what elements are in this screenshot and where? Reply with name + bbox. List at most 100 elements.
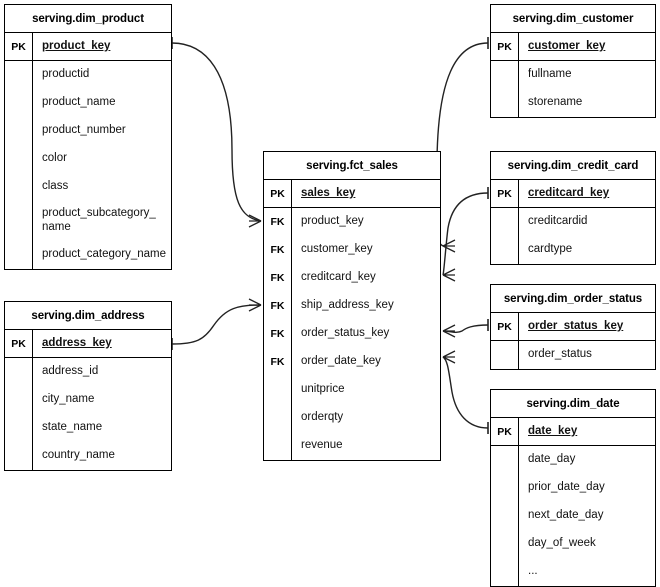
table-row[interactable]: revenue bbox=[264, 432, 440, 460]
column-name: country_name bbox=[42, 449, 115, 462]
table-row[interactable]: country_name bbox=[5, 442, 171, 470]
table-row[interactable]: color bbox=[5, 145, 171, 173]
key-cell-empty bbox=[491, 341, 519, 369]
table-row[interactable]: order_status bbox=[491, 341, 655, 369]
table-row[interactable]: city_name bbox=[5, 386, 171, 414]
column-name: product_key bbox=[301, 215, 364, 228]
column-name: state_name bbox=[42, 421, 103, 434]
table-row[interactable]: date_day bbox=[491, 446, 655, 474]
table-row[interactable]: state_name bbox=[5, 414, 171, 442]
table-row[interactable]: productid bbox=[5, 61, 171, 89]
relationship-rel-product bbox=[171, 37, 262, 228]
column-name: order_status_key bbox=[528, 319, 624, 332]
table-row[interactable]: fullname bbox=[491, 61, 655, 89]
column-name: product_number bbox=[42, 124, 126, 137]
table-row[interactable]: address_id bbox=[5, 358, 171, 386]
column-name: address_id bbox=[42, 365, 99, 378]
table-row[interactable]: unitprice bbox=[264, 376, 440, 404]
key-cell-empty bbox=[491, 446, 519, 474]
table-row[interactable]: next_date_day bbox=[491, 502, 655, 530]
key-cell-empty bbox=[5, 201, 33, 241]
column-name: sales_key bbox=[301, 186, 356, 199]
key-cell-empty bbox=[5, 414, 33, 442]
table-row[interactable]: orderqty bbox=[264, 404, 440, 432]
column-name: productid bbox=[42, 68, 90, 81]
key-cell-empty bbox=[491, 502, 519, 530]
table-row[interactable]: product_subcategory_ name bbox=[5, 201, 171, 241]
column-name: unitprice bbox=[301, 383, 345, 396]
column-name: order_status bbox=[528, 348, 592, 361]
entity-columns-dim_address: PK address_key address_id city_name state_na… bbox=[5, 330, 171, 470]
table-row[interactable]: cardtype bbox=[491, 236, 655, 264]
column-name: color bbox=[42, 152, 67, 165]
column-name: product_name bbox=[42, 96, 116, 109]
table-row[interactable]: ... bbox=[491, 558, 655, 586]
key-cell-empty bbox=[264, 432, 292, 460]
column-name: storename bbox=[528, 96, 583, 109]
relationship-rel-address bbox=[171, 298, 262, 350]
column-name: date_day bbox=[528, 453, 576, 466]
key-cell-empty bbox=[491, 89, 519, 117]
column-name: ship_address_key bbox=[301, 299, 394, 312]
relationship-rel-order-status bbox=[442, 319, 489, 338]
table-row[interactable]: day_of_week bbox=[491, 530, 655, 558]
entity-title-dim_address: serving.dim_address bbox=[5, 302, 171, 330]
table-row[interactable]: FK order_date_key bbox=[264, 348, 440, 376]
fk-badge: FK bbox=[264, 348, 292, 376]
table-row[interactable]: product_number bbox=[5, 117, 171, 145]
table-row[interactable]: product_category_name bbox=[5, 241, 171, 269]
pk-badge: PK bbox=[5, 330, 33, 357]
pk-badge: PK bbox=[491, 33, 519, 60]
column-name: orderqty bbox=[301, 411, 344, 424]
entity-title-dim_date: serving.dim_date bbox=[491, 390, 655, 418]
key-cell-empty bbox=[5, 358, 33, 386]
table-row[interactable]: storename bbox=[491, 89, 655, 117]
key-cell-empty bbox=[491, 474, 519, 502]
entity-title-fct_sales: serving.fct_sales bbox=[264, 152, 440, 180]
table-row[interactable]: prior_date_day bbox=[491, 474, 655, 502]
column-name: day_of_week bbox=[528, 537, 596, 550]
key-cell-empty bbox=[491, 61, 519, 89]
column-name: city_name bbox=[42, 393, 95, 406]
table-row[interactable]: PK address_key bbox=[5, 330, 171, 358]
column-name: ... bbox=[528, 565, 538, 578]
table-row[interactable]: class bbox=[5, 173, 171, 201]
table-row[interactable]: product_name bbox=[5, 89, 171, 117]
relationship-rel-order-date bbox=[442, 350, 489, 434]
column-name: creditcard_key bbox=[301, 271, 376, 284]
column-name: product_key bbox=[42, 39, 111, 52]
fk-badge: FK bbox=[264, 236, 292, 264]
column-name: product_category_name bbox=[42, 248, 167, 261]
column-name: fullname bbox=[528, 68, 572, 81]
key-cell-empty bbox=[5, 61, 33, 89]
fk-badge: FK bbox=[264, 320, 292, 348]
column-name: order_date_key bbox=[301, 355, 381, 368]
column-name: creditcard_key bbox=[528, 186, 610, 199]
relationship-rel-customer bbox=[434, 37, 489, 253]
table-row[interactable]: creditcardid bbox=[491, 208, 655, 236]
column-name: address_key bbox=[42, 336, 112, 349]
